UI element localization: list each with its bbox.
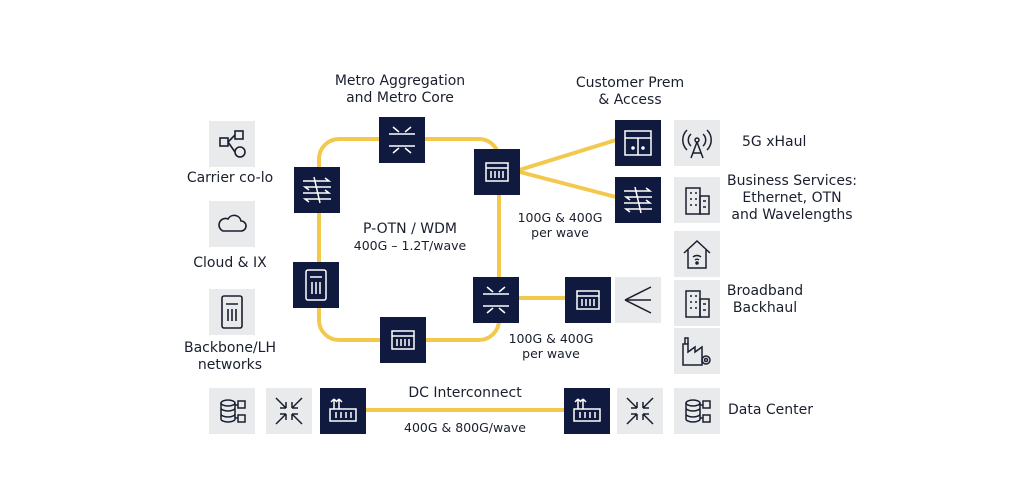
smart-home-icon xyxy=(674,231,720,277)
backbone-label: Backbone/LH networks xyxy=(184,340,276,373)
business-services-label: Business Services: Ethernet, OTN and Wav… xyxy=(727,173,857,223)
dci-node-icon xyxy=(564,388,610,434)
cross-connect-icon xyxy=(266,388,312,434)
dci-sub: 400G & 800G/wave xyxy=(404,420,526,435)
line-card-icon xyxy=(474,149,520,195)
cross-connect-icon xyxy=(379,117,425,163)
router-chassis-icon xyxy=(293,262,339,308)
dci-node-icon xyxy=(320,388,366,434)
cloud-icon xyxy=(209,201,255,247)
data-center-label: Data Center xyxy=(728,402,813,418)
dci-title: DC Interconnect xyxy=(408,385,522,401)
router-chassis-icon xyxy=(209,289,255,335)
link-to-customer-top xyxy=(514,138,618,173)
cross-connect-icon xyxy=(473,277,519,323)
carrier-colo-label: Carrier co-lo xyxy=(186,170,274,186)
cross-connect-icon xyxy=(617,388,663,434)
switch-icon xyxy=(615,177,661,223)
terminal-icon xyxy=(615,120,661,166)
database-icon xyxy=(209,388,255,434)
splitter-icon xyxy=(615,277,661,323)
customer-title: Customer Prem & Access xyxy=(575,75,685,108)
metro-title: Metro Aggregation and Metro Core xyxy=(334,73,466,106)
cloud-ix-label: Cloud & IX xyxy=(193,255,267,271)
office-building-icon xyxy=(674,177,720,223)
ring-title: P-OTN / WDM 400G – 1.2T/wave xyxy=(353,221,467,253)
xhaul-label: 5G xHaul xyxy=(742,134,807,150)
link-to-customer-bottom xyxy=(514,169,618,199)
wave-label-top: 100G & 400G per wave xyxy=(517,210,603,240)
network-nodes-icon xyxy=(209,121,255,167)
switch-icon xyxy=(294,167,340,213)
building-icon xyxy=(674,280,720,326)
broadband-label: Broadband Backhaul xyxy=(726,283,804,316)
antenna-icon xyxy=(674,120,720,166)
line-card-icon xyxy=(565,277,611,323)
factory-icon xyxy=(674,328,720,374)
line-card-icon xyxy=(380,317,426,363)
database-icon xyxy=(674,388,720,434)
wave-label-bottom: 100G & 400G per wave xyxy=(508,331,594,361)
